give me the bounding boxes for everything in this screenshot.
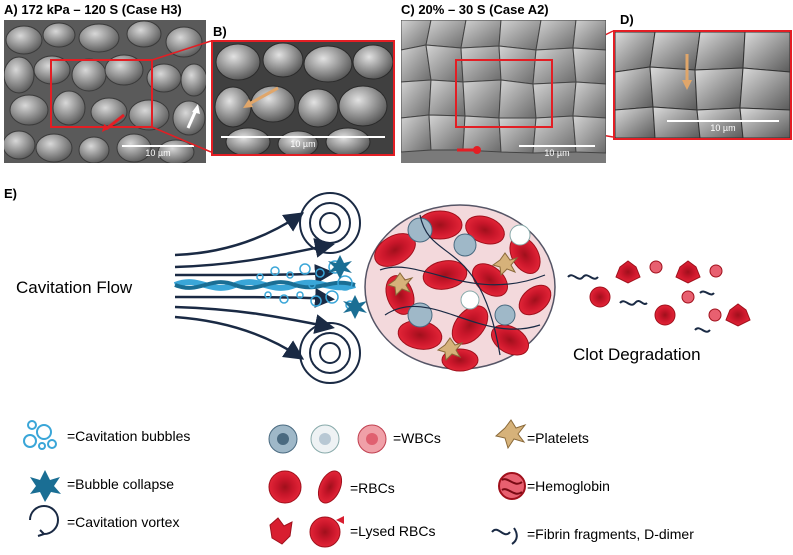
hemoglobin-icon <box>498 472 526 500</box>
legend-rbcs-label: =RBCs <box>350 480 395 496</box>
fibrin-icon <box>491 527 518 545</box>
panel-b-sem-image: 10 µm <box>211 40 395 156</box>
clot-degradation-label: Clot Degradation <box>573 345 701 364</box>
legend-vortex-label: =Cavitation vortex <box>67 514 180 530</box>
panel-a-zoom-box <box>50 59 153 128</box>
panel-d-sem-image: 10 µm <box>613 30 792 140</box>
legend-fibrin-label: =Fibrin fragments, D-dimer <box>527 526 694 542</box>
cavitation-flow-label: Cavitation Flow <box>16 278 133 297</box>
panel-b-scale-bar: 10 µm <box>221 136 385 149</box>
lysed-rbc-icons <box>269 516 344 548</box>
platelet-icon <box>494 419 527 450</box>
panel-b-arrow <box>248 86 279 106</box>
legend-platelets-label: =Platelets <box>527 430 589 446</box>
panel-b-title: B) <box>213 24 227 39</box>
cavitation-schematic <box>173 192 751 384</box>
panel-d-scale-label: 10 µm <box>710 123 736 133</box>
rbc-icons <box>268 470 343 504</box>
panel-e-title: E) <box>4 186 17 201</box>
panel-c-scale-label: 10 µm <box>544 148 570 158</box>
blood-clot <box>364 204 556 372</box>
panel-c-scale-bar: 10 µm <box>519 145 595 158</box>
panel-d-title: D) <box>620 12 634 27</box>
cavitation-bubbles-jet <box>256 260 355 310</box>
panel-b-texture <box>213 42 393 154</box>
bubbles-icon <box>23 420 57 450</box>
bubble-collapse-stars <box>328 255 367 319</box>
legend-hemoglobin-label: =Hemoglobin <box>527 478 610 494</box>
panel-a-scale-label: 10 µm <box>145 148 171 158</box>
legend-collapse-label: =Bubble collapse <box>67 476 175 492</box>
vortex-icon <box>29 505 59 537</box>
panel-a-texture <box>4 20 206 163</box>
panel-a-scale-bar: 10 µm <box>122 145 194 158</box>
legend-lysed-rbcs-label: =Lysed RBCs <box>350 523 436 539</box>
legend-bubbles-label: =Cavitation bubbles <box>67 428 191 444</box>
panel-c-texture <box>401 20 606 163</box>
panel-d-scale-bar: 10 µm <box>667 120 779 133</box>
cavitation-jet <box>173 279 356 291</box>
wbc-icons <box>268 424 387 454</box>
panel-b-scale-label: 10 µm <box>290 139 316 149</box>
panel-c-title: C) 20% – 30 S (Case A2) <box>401 2 549 17</box>
vortex-top <box>299 192 361 254</box>
vortex-bottom <box>299 322 361 384</box>
legend-icons <box>23 419 527 548</box>
legend-wbcs-label: =WBCs <box>393 430 441 446</box>
panel-a-title: A) 172 kPa – 120 S (Case H3) <box>4 2 182 17</box>
collapse-icon <box>30 470 61 502</box>
panel-c-zoom-box <box>455 59 553 128</box>
panel-a-white-arrow <box>186 109 198 129</box>
panel-a-red-arrow <box>105 113 125 131</box>
degradation-products <box>567 260 751 333</box>
panel-a-sem-image: 10 µm <box>4 20 206 163</box>
panel-c-sem-image: 10 µm <box>401 20 606 163</box>
panel-d-texture <box>615 32 790 138</box>
